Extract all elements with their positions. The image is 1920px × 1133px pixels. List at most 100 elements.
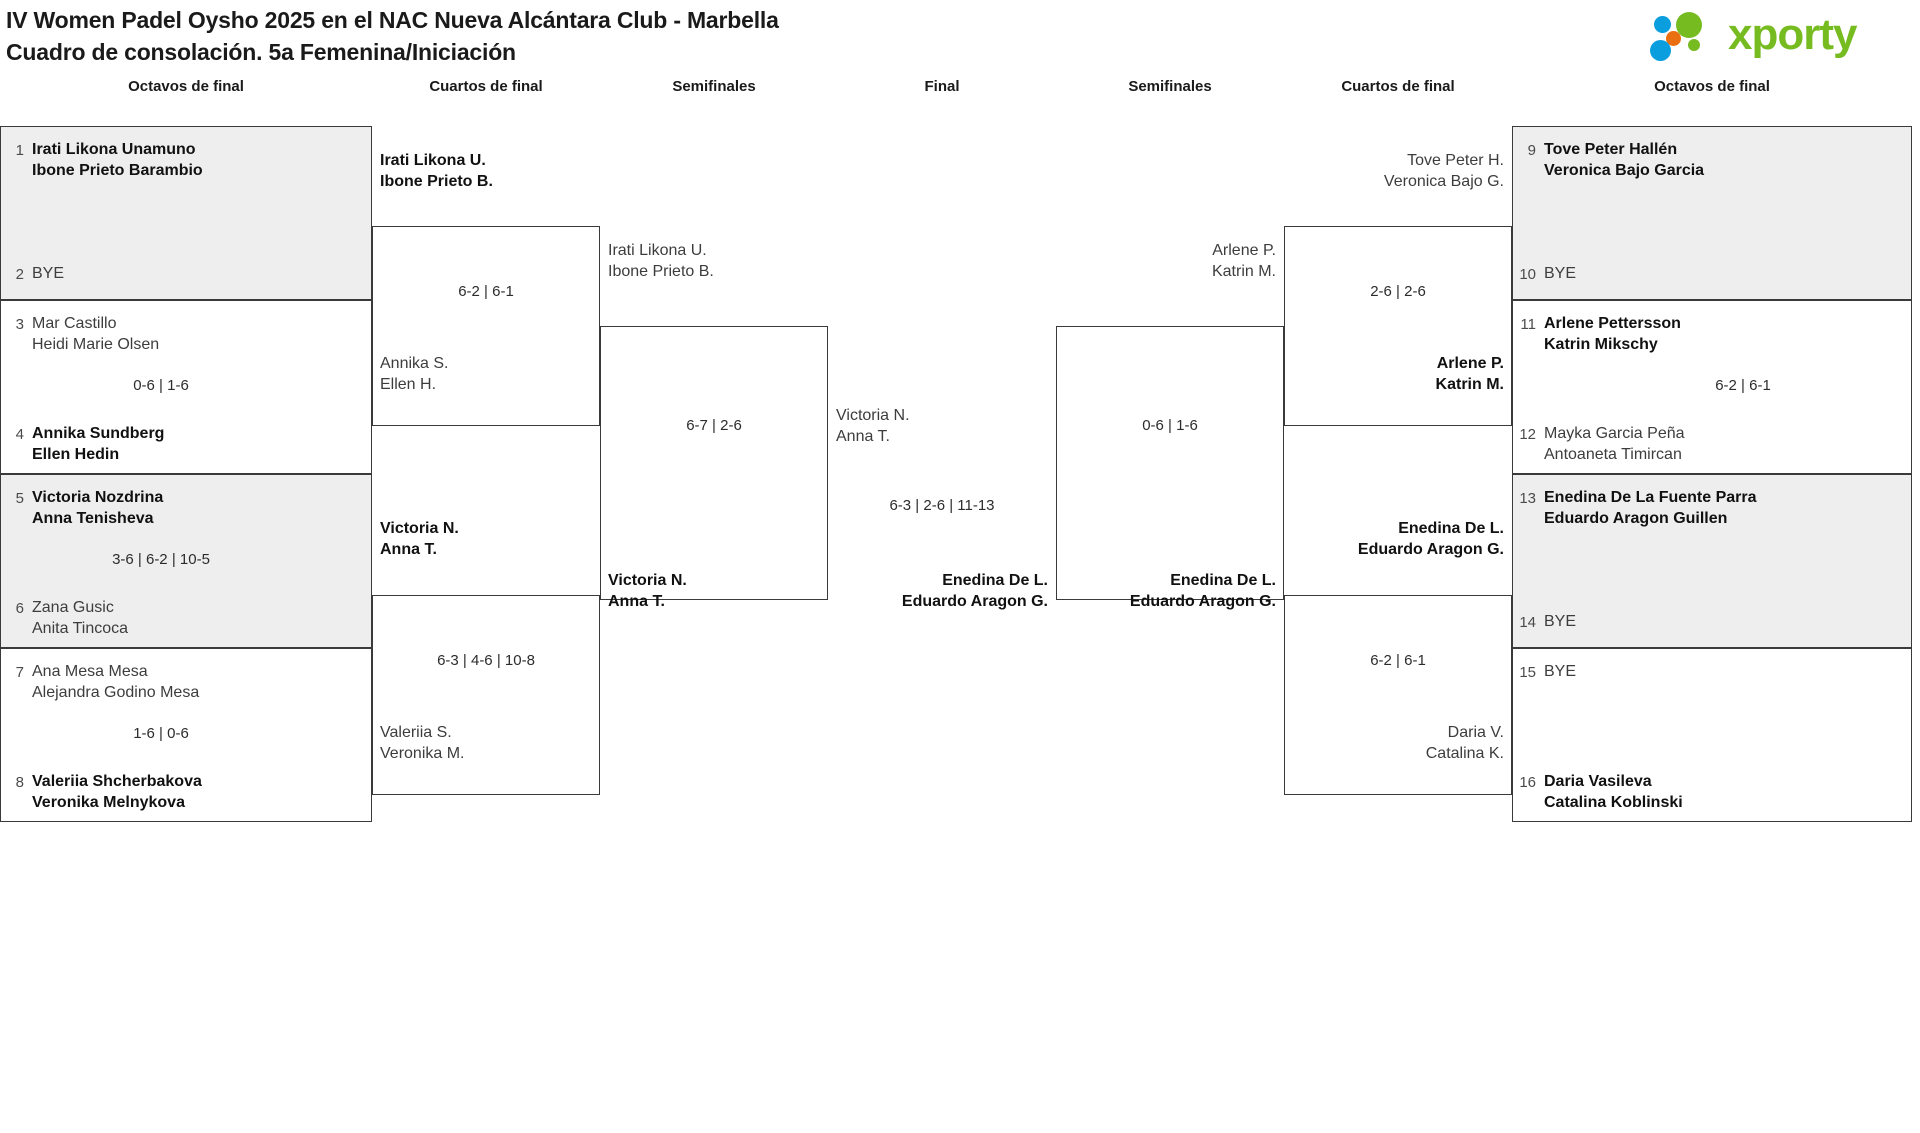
final-score: 6-3 | 2-6 | 11-13 xyxy=(889,497,995,514)
advancing-left-qf-2-top: Victoria N.Anna T. xyxy=(380,520,459,558)
advancing-right-qf-1-bottom: Arlene P.Katrin M. xyxy=(1435,355,1504,393)
match-score: 6-3 | 4-6 | 10-8 xyxy=(437,652,535,669)
seed-number: 16 xyxy=(1519,774,1536,791)
seed-row-14: 14 BYE xyxy=(1519,611,1576,633)
tournament-title-line-2: Cuadro de consolación. 5a Femenina/Inici… xyxy=(6,39,516,65)
advancing-left-qf-1-bottom: Annika S.Ellen H. xyxy=(380,355,449,393)
seed-number: 15 xyxy=(1519,664,1536,681)
player-names: BYE xyxy=(1544,663,1577,680)
advancing-left-qf-1-top: Irati Likona U.Ibone Prieto B. xyxy=(380,152,493,190)
seed-number: 8 xyxy=(15,774,24,791)
advancing-final-top: Victoria N.Anna T. xyxy=(836,407,910,445)
match-box-right-qf-2[interactable]: 6-2 | 6-1 xyxy=(1284,595,1512,795)
match-score: 1-6 | 0-6 xyxy=(133,725,189,742)
match-score: 3-6 | 6-2 | 10-5 xyxy=(112,551,210,568)
seed-number: 5 xyxy=(15,490,24,507)
match-score: 0-6 | 1-6 xyxy=(1142,417,1198,434)
match-box-left-qf-2[interactable]: 6-3 | 4-6 | 10-8 xyxy=(372,595,600,795)
advancing-right-qf-2-top: Enedina De L.Eduardo Aragon G. xyxy=(1357,520,1504,558)
seed-number: 11 xyxy=(1520,316,1536,333)
advancing-right-sf-top: Arlene P.Katrin M. xyxy=(1211,242,1276,280)
advancing-left-sf-top: Irati Likona U.Ibone Prieto B. xyxy=(608,242,714,280)
tournament-title-line-1: IV Women Padel Oysho 2025 en el NAC Nuev… xyxy=(6,7,779,33)
match-score: 6-2 | 6-1 xyxy=(458,283,514,300)
match-box-right-sf[interactable]: 0-6 | 1-6 xyxy=(1056,326,1284,600)
seed-row-2: 2 BYE xyxy=(7,263,64,285)
logo-dots-icon xyxy=(1650,12,1724,62)
player-names: BYE xyxy=(1544,613,1577,630)
seed-row-10: 10 BYE xyxy=(1519,263,1576,285)
advancing-right-qf-1-top: Tove Peter H.Veronica Bajo G. xyxy=(1383,152,1504,190)
round-header-cuartos-right: Cuartos de final xyxy=(1341,78,1455,95)
xporty-logo[interactable]: xporty xyxy=(1650,8,1900,64)
round-header-semifinales-right: Semifinales xyxy=(1128,78,1212,95)
round-header-octavos-right: Octavos de final xyxy=(1654,78,1770,95)
player-names: BYE xyxy=(1544,265,1577,282)
round-header-octavos-left: Octavos de final xyxy=(128,78,244,95)
match-score: 6-2 | 6-1 xyxy=(1715,377,1771,394)
seed-number: 14 xyxy=(1519,614,1536,631)
player-names: BYE xyxy=(32,265,65,282)
match-score: 0-6 | 1-6 xyxy=(133,377,189,394)
match-box-left-qf-1[interactable]: 6-2 | 6-1 xyxy=(372,226,600,426)
advancing-right-qf-2-bottom: Daria V.Catalina K. xyxy=(1425,724,1504,762)
advancing-left-sf-bottom: Victoria N.Anna T. xyxy=(608,572,687,610)
match-score: 2-6 | 2-6 xyxy=(1370,283,1426,300)
seed-number: 3 xyxy=(15,316,24,333)
page-title: IV Women Padel Oysho 2025 en el NAC Nuev… xyxy=(6,4,1306,68)
logo-wordmark: xporty xyxy=(1728,10,1857,59)
seed-number: 12 xyxy=(1519,426,1536,443)
advancing-left-qf-2-bottom: Valeriia S.Veronika M. xyxy=(380,724,465,762)
seed-number: 2 xyxy=(15,266,24,283)
match-score: 6-2 | 6-1 xyxy=(1370,652,1426,669)
match-box-right-qf-1[interactable]: 2-6 | 2-6 xyxy=(1284,226,1512,426)
advancing-right-sf-bottom: Enedina De L.Eduardo Aragon G. xyxy=(1129,572,1276,610)
match-box-left-sf[interactable]: 6-7 | 2-6 xyxy=(600,326,828,600)
seed-number: 7 xyxy=(15,664,24,681)
seed-number: 4 xyxy=(15,426,24,443)
advancing-final-bottom: Enedina De L.Eduardo Aragon G. xyxy=(901,572,1048,610)
round-header-cuartos-left: Cuartos de final xyxy=(429,78,543,95)
seed-number: 10 xyxy=(1519,266,1536,283)
seed-number: 9 xyxy=(1527,142,1536,159)
seed-number: 6 xyxy=(15,600,24,617)
seed-row-15: 15 BYE xyxy=(1519,661,1576,683)
round-header-final: Final xyxy=(924,78,960,95)
seed-number: 1 xyxy=(15,142,24,159)
round-header-semifinales-left: Semifinales xyxy=(672,78,756,95)
match-score: 6-7 | 2-6 xyxy=(686,417,742,434)
seed-number: 13 xyxy=(1519,490,1536,507)
